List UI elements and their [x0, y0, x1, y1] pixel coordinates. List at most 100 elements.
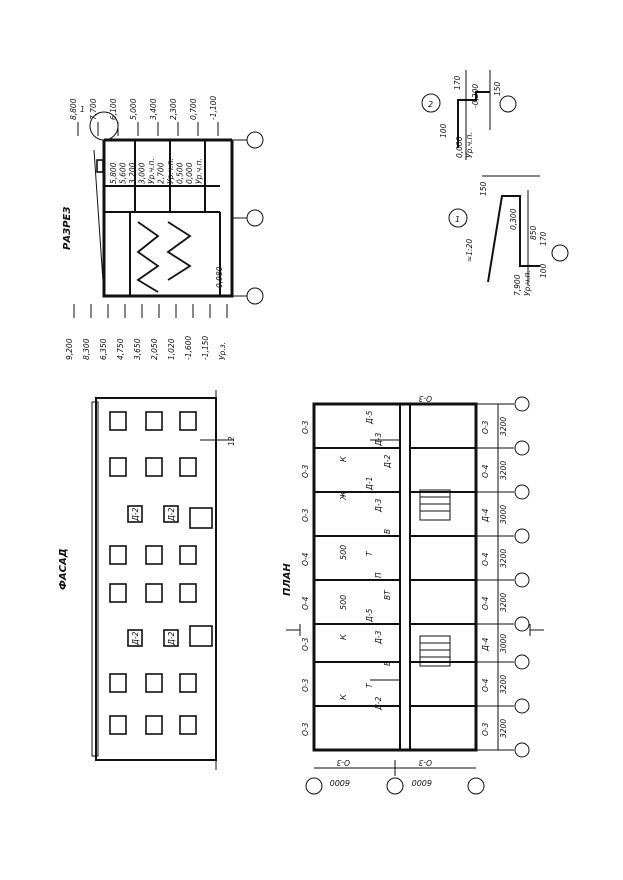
section-top-level: 5,000	[129, 98, 138, 120]
plan-door-mark: ВТ	[383, 589, 392, 600]
section-inner-level: 3,000	[138, 162, 147, 184]
plan-room-label: К	[339, 634, 348, 640]
section-stair	[136, 221, 160, 293]
section-bottom-level: 1,020	[167, 338, 176, 360]
section-inner-level: 0,500	[176, 162, 185, 184]
plan-window-top-label: О-3	[301, 420, 310, 434]
plan-door-mark: Д-3	[374, 630, 383, 645]
plan-door-mark: В	[383, 661, 392, 666]
facade-door-panel	[127, 505, 143, 523]
facade-entrance	[189, 507, 213, 529]
section-callout-number: 1	[80, 105, 85, 114]
facade-title: ФАСАД	[58, 548, 69, 590]
facade-window	[145, 545, 163, 565]
plan-end-window-1: О-3	[336, 758, 350, 767]
facade-axis-label: 12	[227, 436, 236, 446]
facade-window	[145, 715, 163, 735]
detail-2-dim-2: 150	[493, 81, 502, 96]
facade-entrance	[189, 625, 213, 647]
detail-2-level-1: -0,200	[471, 84, 480, 108]
plan-door-mark: Д-5	[365, 608, 374, 623]
plan-door-mark: Д-3	[374, 432, 383, 447]
detail-2-marker-circle	[421, 93, 441, 113]
section-top-level: 3,400	[149, 98, 158, 120]
plan-window-top-label: О-3	[301, 508, 310, 522]
plan-axis-circle	[514, 698, 530, 714]
facade-door-panel	[127, 629, 143, 647]
plan-door-mark: В	[383, 529, 392, 534]
facade-window	[145, 411, 163, 431]
plan-axis-circle	[514, 742, 530, 758]
plan-window-top-label: О-4	[301, 596, 310, 610]
facade-window	[145, 583, 163, 603]
plan-room-label: 500	[339, 595, 348, 610]
facade-window	[109, 457, 127, 477]
detail-1-axis	[551, 244, 569, 262]
section-axis-marker	[246, 131, 264, 149]
detail-1-marker-circle	[448, 208, 468, 228]
facade-window	[179, 545, 197, 565]
facade-door-label: Д-2	[131, 631, 140, 646]
plan-window-top-label: О-3	[301, 464, 310, 478]
plan-axis-circle	[514, 572, 530, 588]
plan-window-bottom-labels: О-3О-4Д-4О-4О-4Д-4О-4О-3	[481, 420, 490, 736]
plan-bay-dimension: 3200	[499, 549, 508, 568]
plan-outline	[312, 402, 478, 752]
detail-1-level-2: 7,900	[513, 274, 522, 296]
plan-room-label: 500	[339, 545, 348, 560]
plan-door-mark: П	[374, 572, 383, 578]
facade-window	[179, 457, 197, 477]
plan-drawing: ПЛАН О-3О-3О-3О-4О-4О-3О-3О-3 О-3О-4Д-4О…	[282, 394, 544, 795]
facade-window	[179, 411, 197, 431]
section-top-level: -1,100	[209, 96, 218, 120]
facade-window	[145, 457, 163, 477]
section-bottom-level: 6,350	[99, 338, 108, 360]
plan-window-bottom-label: О-4	[481, 596, 490, 610]
detail-1-marker: 1	[455, 215, 460, 224]
detail-2-level-2: 0,000	[455, 136, 464, 158]
plan-axis-circle	[514, 484, 530, 500]
plan-end-window-2: О-3	[418, 758, 432, 767]
facade-window	[145, 673, 163, 693]
facade-window	[179, 583, 197, 603]
plan-window-bottom-label: О-4	[481, 678, 490, 692]
detail-2-dim-1: 170	[453, 75, 462, 90]
plan-bay-dimension: 3000	[499, 634, 508, 653]
facade-window	[109, 715, 127, 735]
plan-window-bottom-label: О-4	[481, 552, 490, 566]
section-inner-level: 3,200	[128, 162, 137, 184]
section-bottom-level: 2,050	[150, 338, 159, 360]
facade-windows	[109, 411, 197, 735]
plan-window-bottom-label: Д-4	[481, 508, 490, 523]
detail-2: 2 -0,200 0,000 Ур.ч.п. 170 150 100	[421, 70, 517, 160]
plan-end-dim-1: 6000	[330, 778, 350, 787]
facade-window	[109, 583, 127, 603]
plan-title: ПЛАН	[282, 563, 293, 596]
facade-door-panel	[163, 629, 179, 647]
plan-end-window-3: О-3	[418, 394, 432, 403]
plan-door-mark: Д-2	[374, 696, 383, 711]
detail-1-dim-3: 170	[539, 231, 548, 246]
section-bottom-level: -1,150	[201, 336, 210, 360]
plan-door-mark: Д-2	[383, 454, 392, 469]
plan-door-mark: Т	[365, 550, 374, 556]
section-bottom-level: 8,300	[82, 338, 91, 360]
plan-window-top-label: О-4	[301, 552, 310, 566]
plan-window-bottom-label: О-4	[481, 464, 490, 478]
plan-bay-dimension: 3200	[499, 719, 508, 738]
detail-1-level-1: 0,300	[509, 208, 518, 230]
plan-axis-circle	[514, 654, 530, 670]
detail-1-dim-2: 850	[529, 225, 538, 240]
detail-2-marker: 2	[428, 100, 433, 109]
plan-bay-dimension: 3200	[499, 675, 508, 694]
detail-1-level-3: Ур.ч.п.	[523, 270, 532, 296]
plan-door-mark: Т	[365, 682, 374, 688]
section-bottom-level: 3,650	[133, 338, 142, 360]
plan-bay-dimension: 3200	[499, 417, 508, 436]
